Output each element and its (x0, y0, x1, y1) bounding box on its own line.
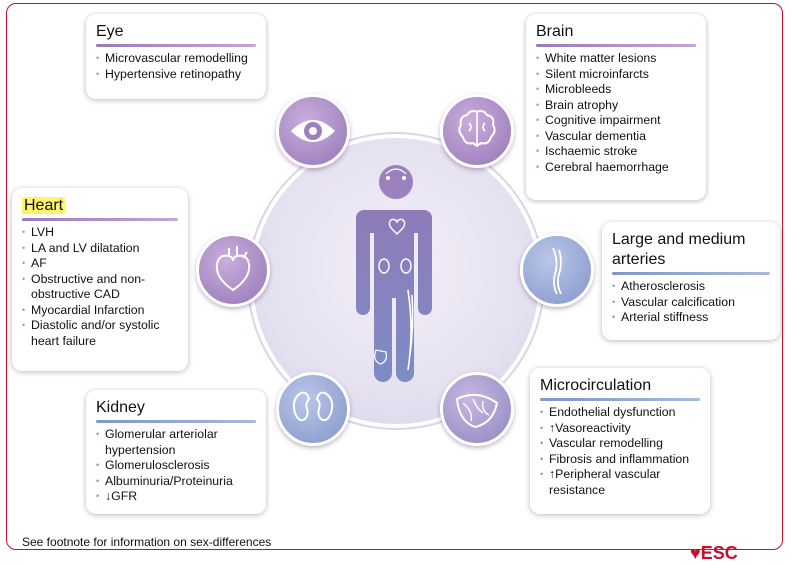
human-figure-icon (356, 165, 432, 382)
list-item: Endothelial dysfunction (540, 405, 700, 421)
brain-card: Brain White matter lesions Silent microi… (526, 14, 706, 200)
list-item: Arterial stiffness (612, 310, 770, 326)
list-item: Brain atrophy (536, 98, 696, 114)
kidney-divider (96, 420, 256, 423)
eye-divider (96, 44, 256, 47)
heart-list: LVH LA and LV dilatation AF Obstructive … (22, 225, 178, 349)
list-item: AF (22, 256, 178, 272)
arteries-card: Large and medium arteries Atherosclerosi… (602, 222, 780, 340)
esc-heart-icon: ♥ (690, 543, 701, 563)
brain-title: Brain (536, 23, 574, 40)
list-item: Vascular remodelling (540, 436, 700, 452)
list-item: Fibrosis and inflammation (540, 452, 700, 468)
heart-title: Heart (22, 196, 178, 216)
eye-card: Eye Microvascular remodelling Hypertensi… (86, 14, 266, 99)
list-item: Glomerular arteriolar hypertension (96, 427, 256, 458)
list-item: ↓GFR (96, 489, 256, 505)
arteries-title-line2: arteries (612, 251, 666, 268)
list-item: LVH (22, 225, 178, 241)
list-item: Myocardial Infarction (22, 303, 178, 319)
microcirculation-divider (540, 398, 700, 401)
kidney-list: Glomerular arteriolar hypertension Glome… (96, 427, 256, 505)
brain-organ-circle (440, 94, 514, 168)
list-item: Cognitive impairment (536, 113, 696, 129)
eye-organ-circle (276, 94, 350, 168)
microcirculation-organ-circle (440, 372, 514, 446)
microcirculation-title: Microcirculation (540, 377, 652, 394)
list-item: ↑Peripheral vascular resistance (540, 467, 700, 498)
list-item: Glomerulosclerosis (96, 458, 256, 474)
brain-icon (458, 110, 496, 147)
esc-logo-text: ESC (700, 543, 738, 563)
arteries-list: Atherosclerosis Vascular calcification A… (612, 279, 770, 326)
list-item: Ischaemic stroke (536, 144, 696, 160)
microcirculation-card: Microcirculation Endothelial dysfunction… (530, 368, 710, 514)
heart-card: Heart LVH LA and LV dilatation AF Obstru… (12, 188, 188, 371)
list-item: White matter lesions (536, 51, 696, 67)
microcirculation-list: Endothelial dysfunction ↑Vasoreactivity … (540, 405, 700, 498)
kidney-title: Kidney (96, 399, 145, 416)
list-item: Microbleeds (536, 82, 696, 98)
figure-frame (6, 3, 783, 550)
esc-logo: ♥ESC (690, 543, 738, 564)
list-item: Silent microinfarcts (536, 67, 696, 83)
list-item: Obstructive and non-obstructive CAD (22, 272, 178, 303)
kidney-organ-circle (276, 372, 350, 446)
brain-list: White matter lesions Silent microinfarct… (536, 51, 696, 175)
list-item: Microvascular remodelling (96, 51, 256, 67)
list-item: Cerebral haemorrhage (536, 160, 696, 176)
eye-icon (291, 120, 335, 142)
brain-divider (536, 44, 696, 47)
arteries-title-line1: Large and medium (612, 231, 746, 248)
heart-title-text: Heart (22, 197, 66, 214)
kidney-card: Kidney Glomerular arteriolar hypertensio… (86, 390, 266, 514)
footnote: See footnote for information on sex-diff… (22, 535, 272, 549)
kidney-icon (292, 391, 334, 422)
list-item: Diastolic and/or systolic heart failure (22, 318, 178, 349)
heart-organ-circle (196, 233, 270, 307)
list-item: Atherosclerosis (612, 279, 770, 295)
arteries-divider (612, 272, 770, 275)
eye-title: Eye (96, 23, 124, 40)
list-item: Hypertensive retinopathy (96, 67, 256, 83)
list-item: Vascular calcification (612, 295, 770, 311)
eye-list: Microvascular remodelling Hypertensive r… (96, 51, 256, 82)
heart-divider (22, 218, 178, 221)
microcirculation-icon (455, 393, 499, 429)
list-item: Vascular dementia (536, 129, 696, 145)
list-item: LA and LV dilatation (22, 241, 178, 257)
heart-icon (215, 246, 251, 292)
list-item: Albuminuria/Proteinuria (96, 474, 256, 490)
list-item: ↑Vasoreactivity (540, 421, 700, 437)
artery-organ-circle (520, 233, 594, 307)
artery-icon (552, 247, 562, 295)
